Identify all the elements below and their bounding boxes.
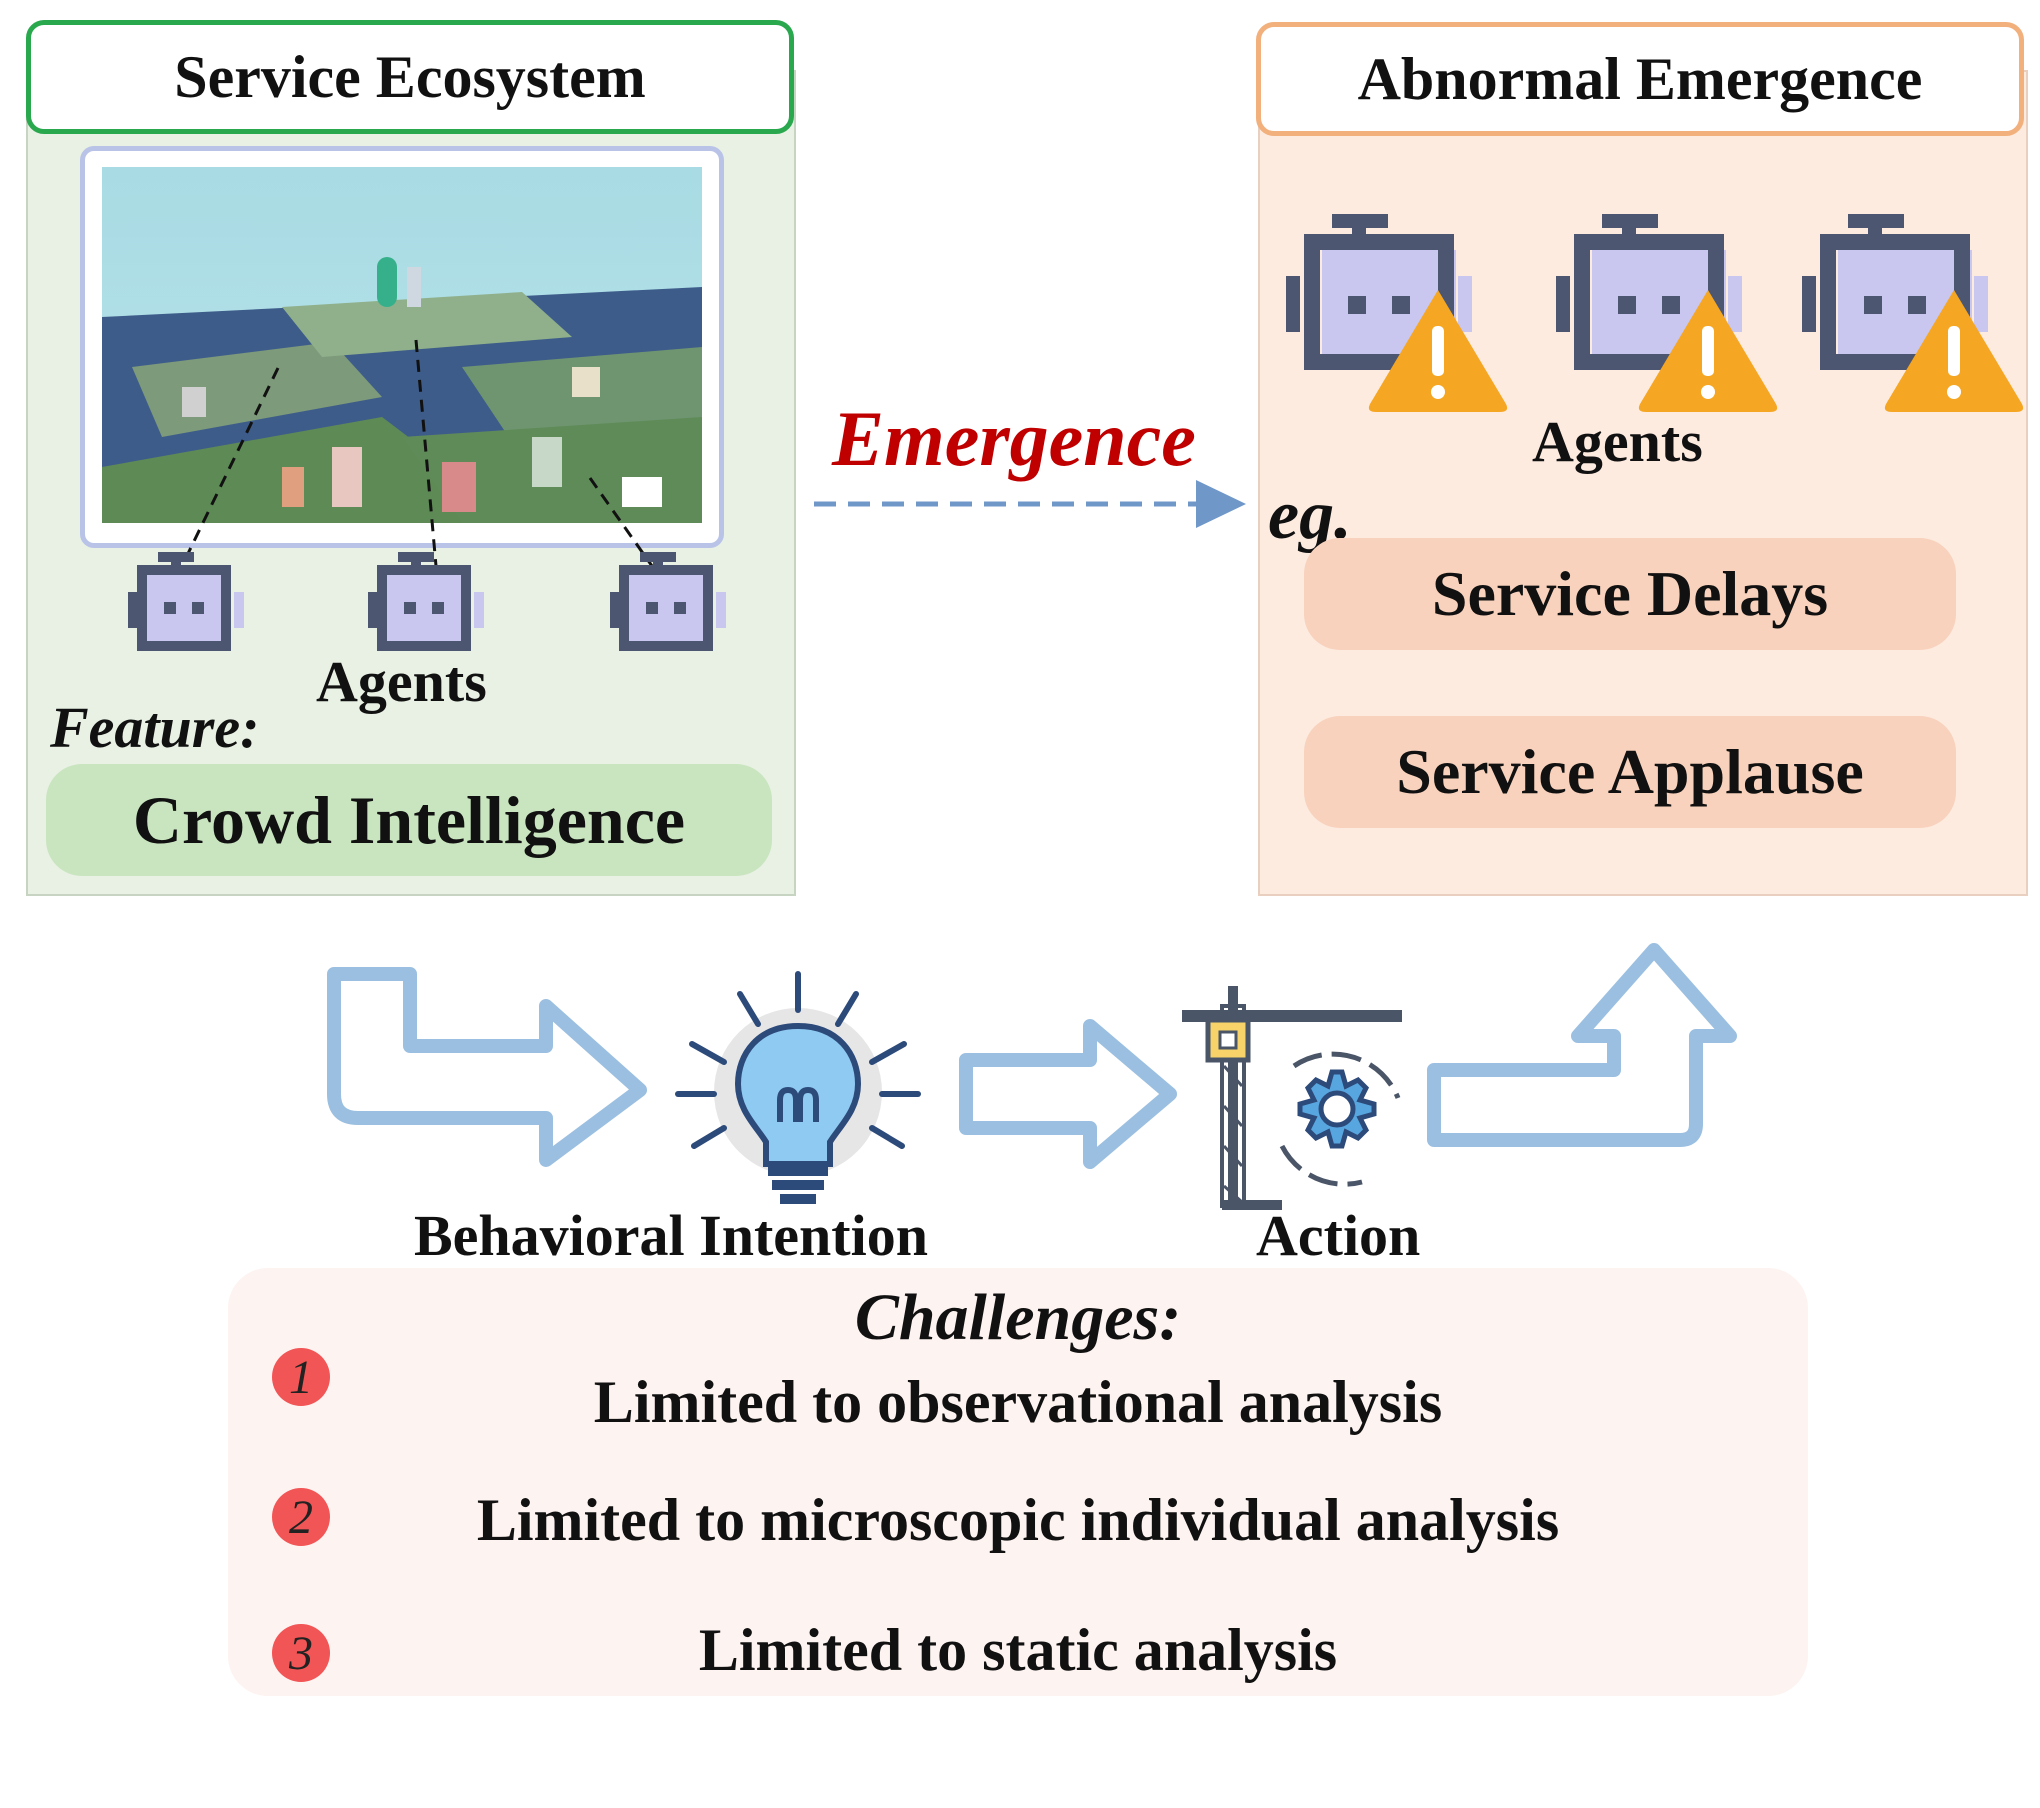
city-image-frame [80, 146, 724, 548]
service-applause-pill: Service Applause [1304, 716, 1956, 828]
behavioral-intention-label: Behavioral Intention [414, 1203, 928, 1268]
flow-arrow-2-icon [959, 1019, 1177, 1169]
service-delays-pill: Service Delays [1304, 538, 1956, 650]
challenge-number-3: 3 [272, 1624, 330, 1682]
feature-label: Feature: [50, 695, 260, 760]
city-illustration [102, 167, 702, 523]
flow-arrow-1-icon [327, 967, 647, 1167]
challenges-box [228, 1268, 1808, 1696]
challenge-number-1: 1 [272, 1348, 330, 1406]
action-label: Action [1256, 1203, 1421, 1268]
challenge-number-2: 2 [272, 1488, 330, 1546]
crane-gear-icon [1182, 986, 1402, 1210]
crowd-intelligence-pill: Crowd Intelligence [46, 764, 772, 876]
challenges-title: Challenges: [854, 1281, 1182, 1354]
left-agents-label: Agents [316, 649, 487, 714]
agent-warning-icon-2 [1556, 214, 1778, 412]
right-agents-label: Agents [1532, 409, 1703, 474]
agent-robot-icon-3 [610, 552, 726, 651]
emergence-arrow-icon [814, 480, 1246, 528]
agent-warning-icon-3 [1802, 214, 2024, 412]
agent-robot-icon-1 [128, 552, 244, 651]
flow-arrow-3-icon [1427, 943, 1737, 1147]
service-ecosystem-title: Service Ecosystem [26, 20, 794, 134]
agent-warning-icon-1 [1286, 214, 1508, 412]
emergence-label: Emergence [832, 395, 1196, 482]
challenge-item-1: Limited to observational analysis [593, 1369, 1443, 1435]
agent-robot-icon-2 [368, 552, 484, 651]
lightbulb-icon [675, 971, 921, 1204]
challenge-item-3: Limited to static analysis [698, 1617, 1338, 1683]
abnormal-emergence-title: Abnormal Emergence [1256, 22, 2024, 136]
challenge-item-2: Limited to microscopic individual analys… [476, 1487, 1560, 1553]
